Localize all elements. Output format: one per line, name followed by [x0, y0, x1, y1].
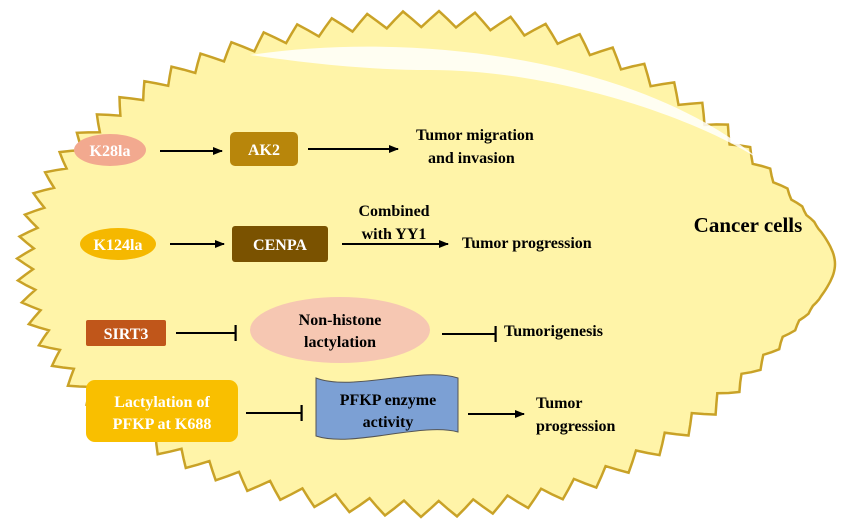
outcome-progression: progression: [536, 418, 616, 435]
arrow-label-with-yy1: with YY1: [362, 226, 427, 243]
outcome-tumor-migration: Tumor migration: [416, 127, 534, 144]
lactylation-pfkp-node: [86, 380, 238, 442]
outcome-tumorigenesis: Tumorigenesis: [504, 323, 603, 340]
non-histone-label: Non-histone: [299, 312, 382, 329]
outcome-and-invasion: and invasion: [428, 150, 515, 167]
k124la-label: K124la: [94, 237, 143, 254]
k124la-node: [80, 228, 156, 260]
cell-highlight: [250, 46, 760, 161]
k28la-label: K28la: [90, 143, 131, 160]
outcome-tumor-progression-1: Tumor progression: [462, 235, 592, 252]
outcome-tumor: Tumor: [536, 395, 583, 412]
non-histone-lactylation-node: [250, 297, 430, 363]
pfkp-enzyme-activity-node: [315, 374, 459, 440]
cenpa-node: [232, 226, 328, 262]
pfkp-k688-label: PFKP at K688: [113, 416, 212, 433]
ak2-node: [230, 132, 298, 166]
ak2-label: AK2: [248, 142, 280, 159]
cenpa-label: CENPA: [253, 237, 307, 254]
sirt3-label: SIRT3: [104, 326, 149, 343]
sirt3-node: [86, 320, 166, 346]
activity-label: activity: [363, 414, 414, 431]
cell-label: Cancer cells: [694, 213, 803, 237]
pfkp-enzyme-label: PFKP enzyme: [340, 392, 436, 409]
lactylation-of-label: Lactylation of: [114, 394, 210, 411]
arrow-label-combined: Combined: [358, 203, 429, 220]
k28la-node: [74, 134, 146, 166]
lactylation-label: lactylation: [304, 334, 376, 351]
